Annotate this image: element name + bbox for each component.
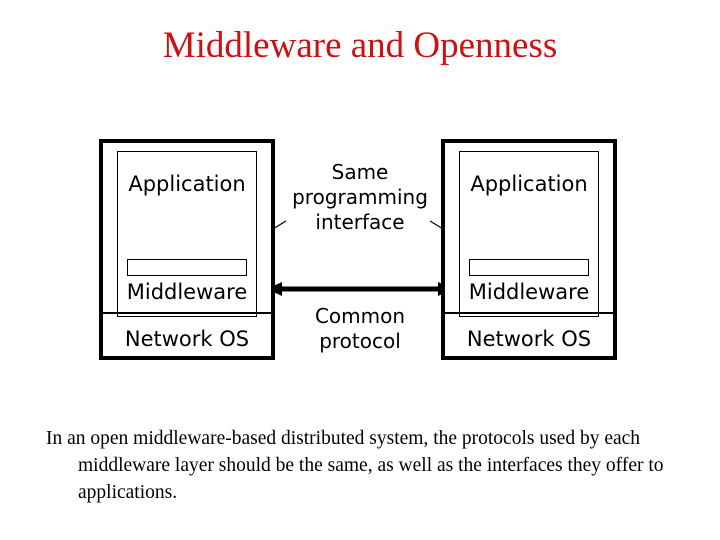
annotation-interface-line-1: Same [331,160,389,184]
slide-caption-text: In an open middleware-based distributed … [46,428,664,503]
left-layer-network-os: Network OS [124,327,250,351]
middleware-openness-diagram: Application Middleware Network OS Applic… [99,139,617,360]
left-layer-application: Application [128,172,246,196]
page-title: Middleware and Openness [162,25,558,66]
right-stack-divider [445,312,613,314]
annotation-common-protocol: Common protocol [277,304,443,354]
annotation-protocol-line-1: Common [314,304,406,328]
left-layer-middleware: Middleware [126,280,248,304]
left-machine-stack: Application Middleware Network OS [99,139,275,360]
left-stack-inner-region: Application Middleware [117,151,257,317]
slide-caption: In an open middleware-based distributed … [46,425,706,506]
annotation-same-programming-interface: Same programming interface [277,160,443,235]
right-stack-inner-region: Application Middleware [459,151,599,317]
right-layer-application: Application [470,172,588,196]
annotation-protocol-line-2: protocol [319,329,401,353]
annotation-interface-line-3: interface [315,210,405,234]
right-interface-stub [469,259,589,276]
right-layer-middleware: Middleware [468,280,590,304]
left-interface-stub [127,259,247,276]
right-machine-stack: Application Middleware Network OS [441,139,617,360]
left-stack-divider [103,312,271,314]
right-layer-network-os: Network OS [466,327,592,351]
annotation-interface-line-2: programming [292,185,428,209]
